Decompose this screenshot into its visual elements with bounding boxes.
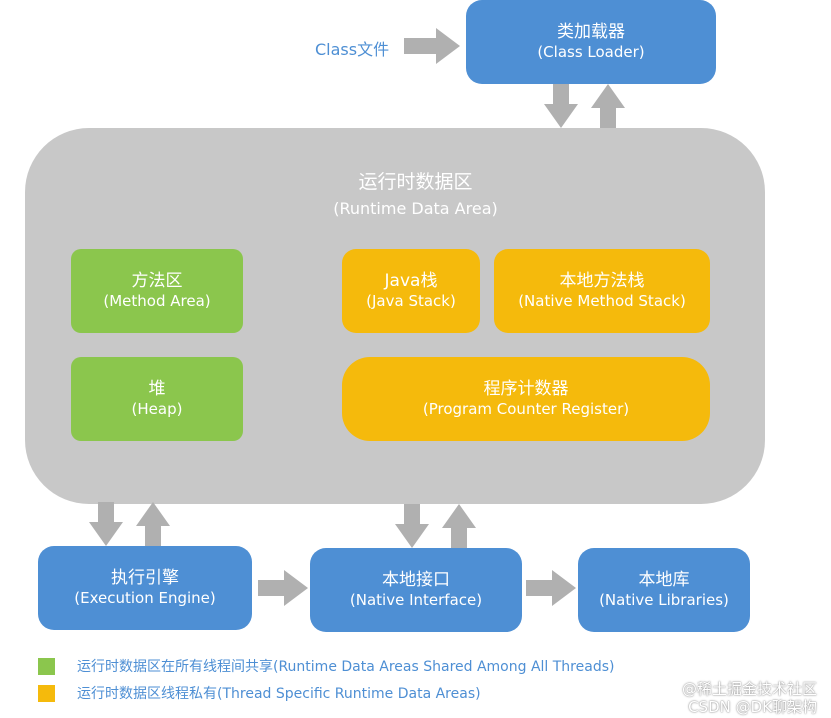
- arrow-engine-to-runtime: [136, 502, 170, 546]
- java-stack-en: (Java Stack): [366, 292, 456, 311]
- runtime-data-area-zh: 运行时数据区: [358, 171, 473, 193]
- arrow-loader-to-runtime: [544, 84, 578, 128]
- class-loader-box: 类加载器 (Class Loader): [466, 0, 716, 84]
- arrow-runtime-to-loader: [591, 84, 625, 128]
- legend-thread-specific-text: 运行时数据区线程私有(Thread Specific Runtime Data …: [77, 686, 481, 702]
- arrow-classfile-to-loader: [404, 28, 460, 64]
- method-area-box: 方法区 (Method Area): [71, 249, 243, 333]
- native-libraries-en: (Native Libraries): [599, 591, 729, 610]
- legend-thread-specific-swatch: [38, 684, 55, 702]
- native-interface-box: 本地接口 (Native Interface): [310, 548, 522, 632]
- heap-en: (Heap): [131, 400, 183, 419]
- legend-shared: 运行时数据区在所有线程间共享(Runtime Data Areas Shared…: [38, 656, 614, 676]
- native-libraries-box: 本地库 (Native Libraries): [578, 548, 750, 632]
- native-method-stack-zh: 本地方法栈: [559, 271, 645, 292]
- class-loader-en: (Class Loader): [537, 43, 645, 62]
- native-method-stack-box: 本地方法栈 (Native Method Stack): [494, 249, 710, 333]
- arrow-runtime-to-interface: [395, 504, 429, 548]
- java-stack-zh: Java栈: [384, 271, 438, 292]
- method-area-en: (Method Area): [103, 292, 211, 311]
- execution-engine-en: (Execution Engine): [74, 589, 216, 608]
- execution-engine-box: 执行引擎 (Execution Engine): [38, 546, 252, 630]
- legend-shared-text: 运行时数据区在所有线程间共享(Runtime Data Areas Shared…: [77, 659, 615, 675]
- method-area-zh: 方法区: [131, 271, 183, 292]
- native-interface-zh: 本地接口: [382, 570, 450, 591]
- program-counter-register-zh: 程序计数器: [483, 379, 569, 400]
- legend-shared-swatch: [38, 657, 55, 675]
- native-interface-en: (Native Interface): [349, 591, 483, 610]
- native-method-stack-en: (Native Method Stack): [518, 292, 686, 311]
- arrow-interface-to-libraries: [526, 570, 576, 606]
- native-libraries-zh: 本地库: [638, 570, 690, 591]
- heap-box: 堆 (Heap): [71, 357, 243, 441]
- watermark-line2: CSDN @DK聊架构: [688, 698, 817, 716]
- runtime-data-area-en: (Runtime Data Area): [333, 198, 498, 218]
- arrow-engine-to-interface: [258, 570, 308, 606]
- java-stack-box: Java栈 (Java Stack): [342, 249, 480, 333]
- watermark-line1: @稀土掘金技术社区: [681, 680, 817, 698]
- program-counter-register-box: 程序计数器 (Program Counter Register): [342, 357, 710, 441]
- arrow-interface-to-runtime: [442, 504, 476, 548]
- class-file-label: Class文件: [315, 40, 390, 59]
- legend-thread-specific: 运行时数据区线程私有(Thread Specific Runtime Data …: [38, 683, 481, 703]
- runtime-data-area-title: 运行时数据区 (Runtime Data Area): [0, 168, 831, 221]
- heap-zh: 堆: [148, 379, 166, 400]
- arrow-runtime-to-engine: [89, 502, 123, 546]
- program-counter-register-en: (Program Counter Register): [422, 400, 630, 419]
- class-loader-zh: 类加载器: [557, 22, 625, 43]
- execution-engine-zh: 执行引擎: [111, 568, 179, 589]
